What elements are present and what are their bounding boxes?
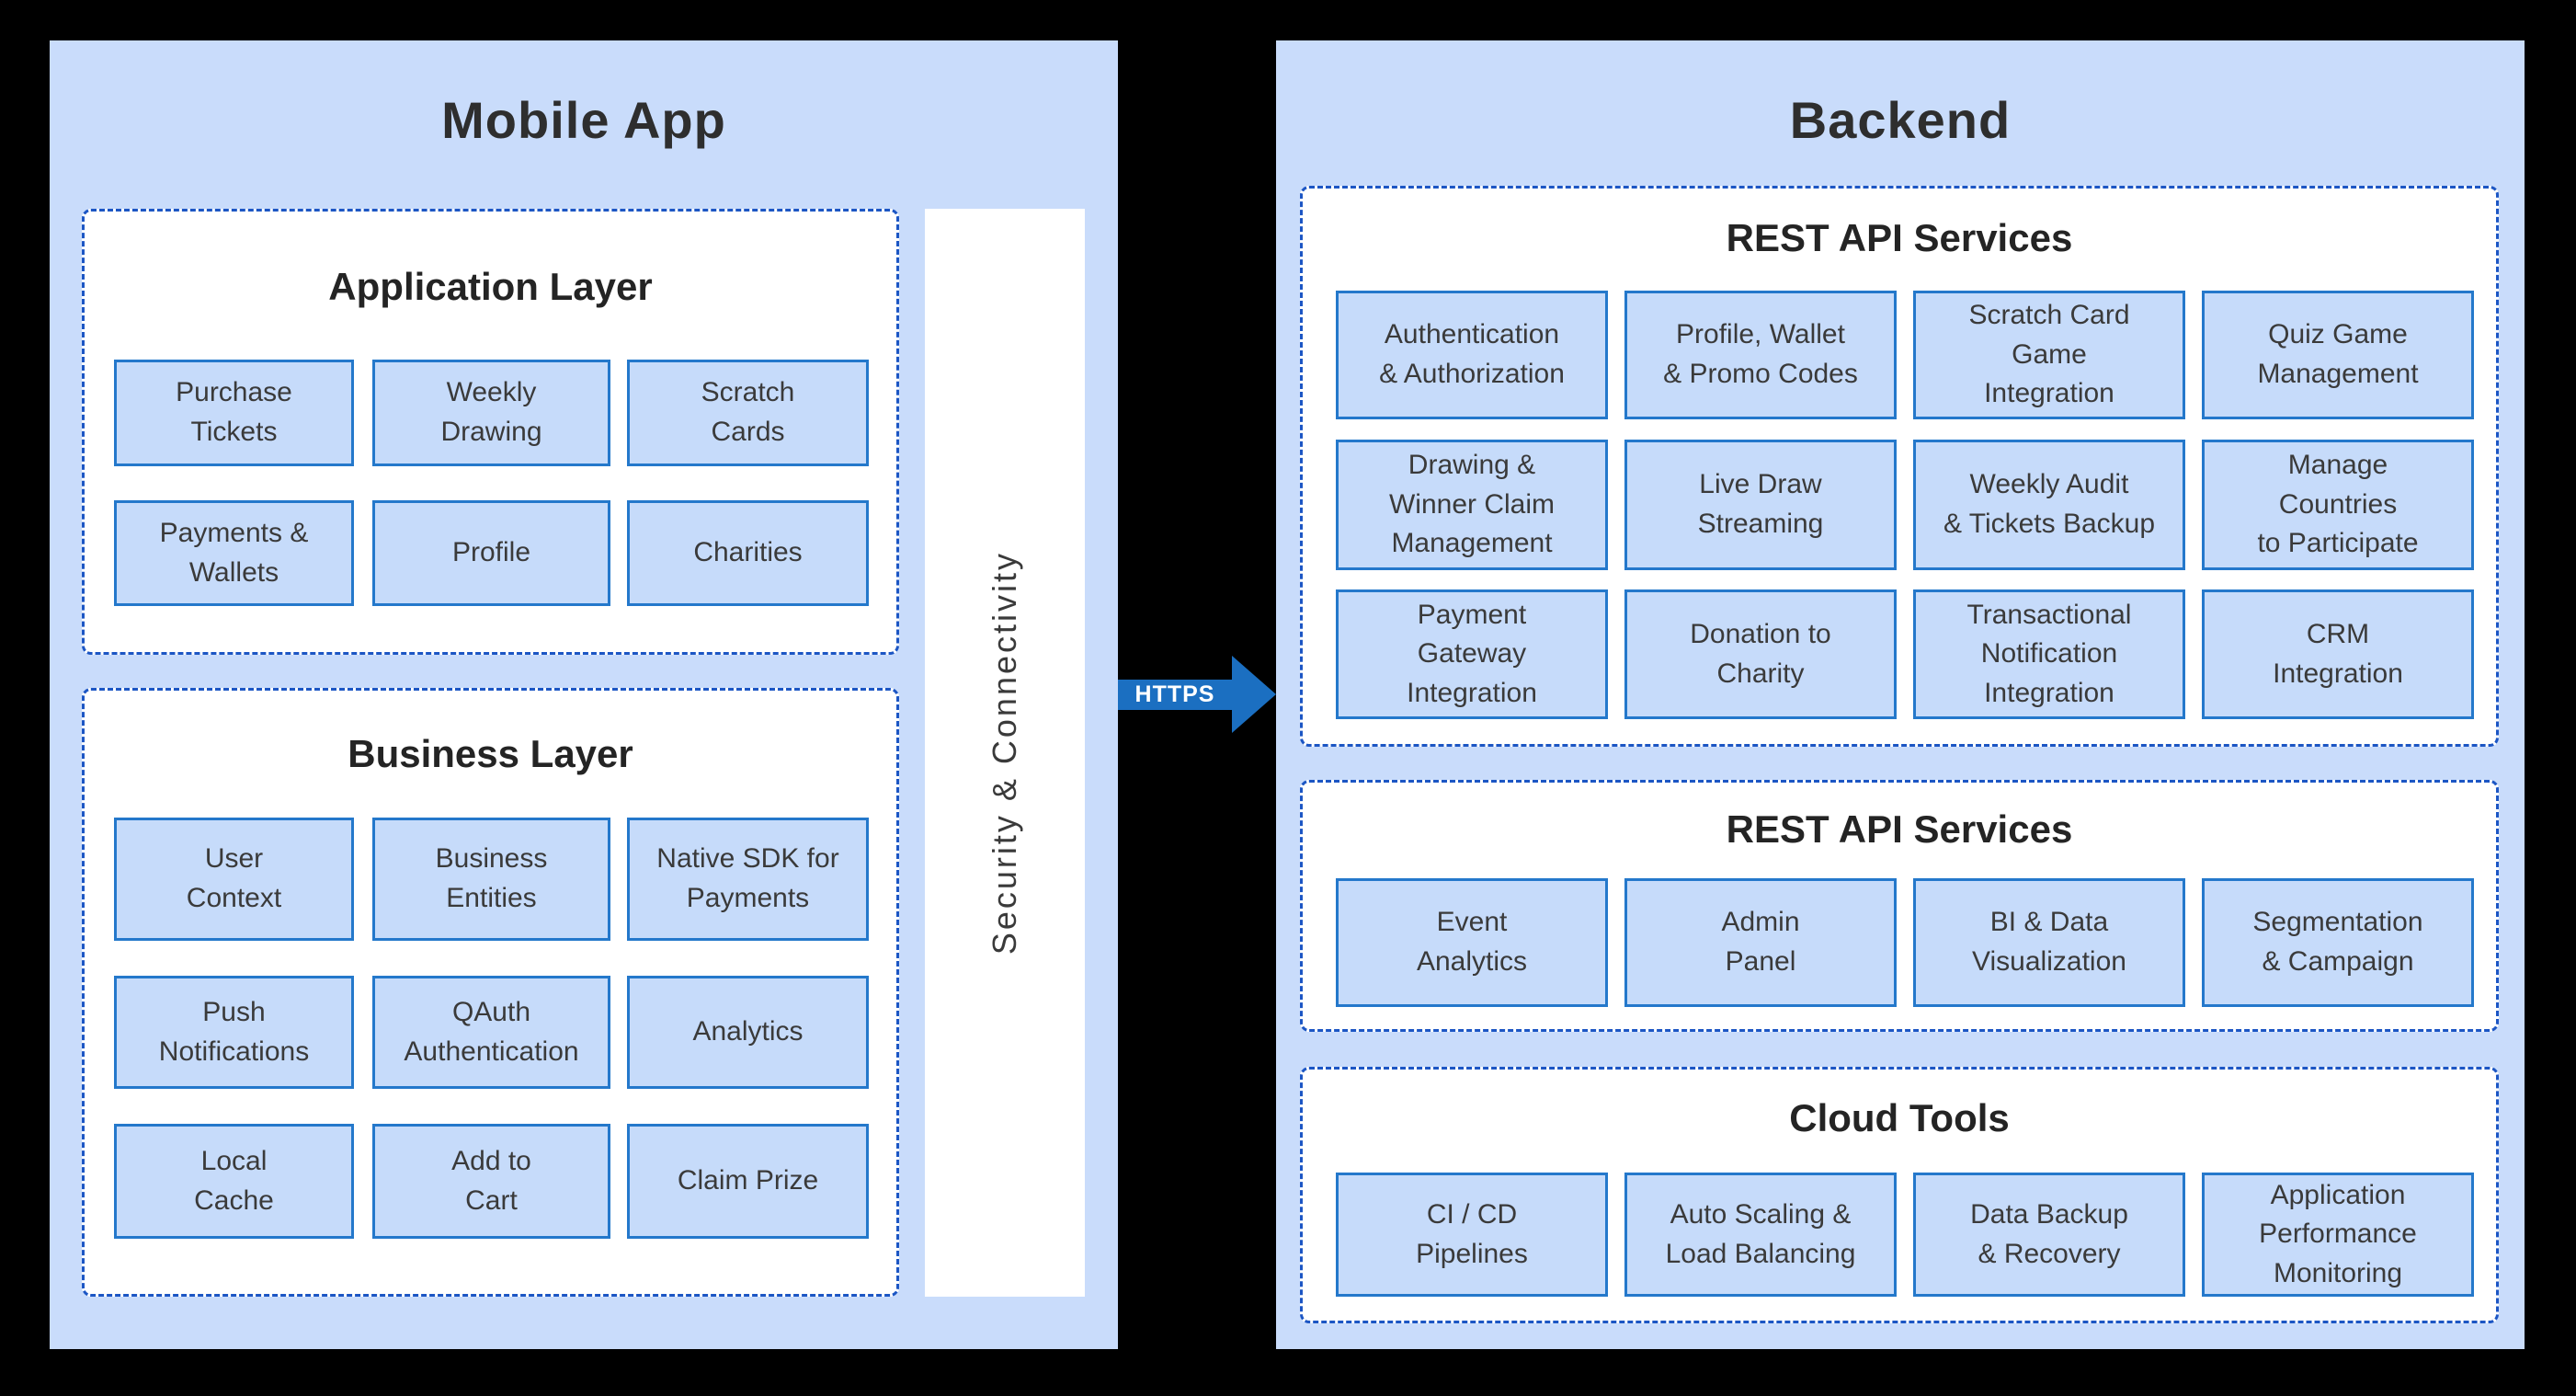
cloud-tools-section: Cloud Tools CI / CD Pipelines Auto Scali… xyxy=(1300,1067,2499,1323)
node-auto-scaling-load-balancing: Auto Scaling & Load Balancing xyxy=(1624,1173,1897,1297)
security-connectivity-bar: Security & Connectivity xyxy=(925,209,1085,1297)
node-manage-countries-to-participate: Manage Countries to Participate xyxy=(2202,440,2474,570)
backend-title: Backend xyxy=(1789,91,2012,149)
node-event-analytics: Event Analytics xyxy=(1336,878,1608,1007)
node-segmentation-campaign: Segmentation & Campaign xyxy=(2202,878,2474,1007)
https-arrow-body: HTTPS xyxy=(1118,680,1232,710)
node-add-to-cart: Add to Cart xyxy=(372,1124,610,1239)
node-admin-panel: Admin Panel xyxy=(1624,878,1897,1007)
node-donation-to-charity: Donation to Charity xyxy=(1624,589,1897,719)
node-weekly-drawing: Weekly Drawing xyxy=(372,360,610,466)
security-connectivity-label: Security & Connectivity xyxy=(986,550,1023,955)
rest-api-services-2-title: REST API Services xyxy=(1726,807,2073,851)
cloud-tools-title: Cloud Tools xyxy=(1789,1096,2010,1139)
rest-api-services-section-1: REST API Services Authentication & Autho… xyxy=(1300,186,2499,747)
node-data-backup-recovery: Data Backup & Recovery xyxy=(1913,1173,2185,1297)
https-arrow: HTTPS xyxy=(1118,656,1276,733)
node-purchase-tickets: Purchase Tickets xyxy=(114,360,354,466)
node-live-draw-streaming: Live Draw Streaming xyxy=(1624,440,1897,570)
node-scratch-cards: Scratch Cards xyxy=(627,360,869,466)
backend-panel: Backend REST API Services Authentication… xyxy=(1276,40,2525,1349)
node-payments-wallets: Payments & Wallets xyxy=(114,500,354,606)
node-ci-cd-pipelines: CI / CD Pipelines xyxy=(1336,1173,1608,1297)
node-drawing-winner-claim-management: Drawing & Winner Claim Management xyxy=(1336,440,1608,570)
node-local-cache: Local Cache xyxy=(114,1124,354,1239)
node-user-context: User Context xyxy=(114,818,354,941)
rest-api-services-1-title: REST API Services xyxy=(1726,216,2073,259)
node-quiz-game-management: Quiz Game Management xyxy=(2202,291,2474,419)
node-bi-data-visualization: BI & Data Visualization xyxy=(1913,878,2185,1007)
node-scratch-card-game-integration: Scratch Card Game Integration xyxy=(1913,291,2185,419)
node-authentication-authorization: Authentication & Authorization xyxy=(1336,291,1608,419)
arrow-head-icon xyxy=(1232,656,1276,733)
https-label: HTTPS xyxy=(1134,681,1215,707)
business-layer-title: Business Layer xyxy=(348,732,633,775)
node-claim-prize: Claim Prize xyxy=(627,1124,869,1239)
mobile-app-panel: Mobile App Application Layer Purchase Ti… xyxy=(50,40,1118,1349)
node-profile: Profile xyxy=(372,500,610,606)
node-analytics: Analytics xyxy=(627,976,869,1089)
mobile-app-title: Mobile App xyxy=(441,91,726,149)
node-crm-integration: CRM Integration xyxy=(2202,589,2474,719)
node-qauth-authentication: QAuth Authentication xyxy=(372,976,610,1089)
node-push-notifications: Push Notifications xyxy=(114,976,354,1089)
node-payment-gateway-integration: Payment Gateway Integration xyxy=(1336,589,1608,719)
node-profile-wallet-promo-codes: Profile, Wallet & Promo Codes xyxy=(1624,291,1897,419)
node-native-sdk-payments: Native SDK for Payments xyxy=(627,818,869,941)
application-layer-title: Application Layer xyxy=(328,265,653,308)
node-charities: Charities xyxy=(627,500,869,606)
node-application-performance-monitoring: Application Performance Monitoring xyxy=(2202,1173,2474,1297)
application-layer-section: Application Layer Purchase Tickets Weekl… xyxy=(82,209,899,655)
business-layer-section: Business Layer User Context Business Ent… xyxy=(82,688,899,1297)
rest-api-services-section-2: REST API Services Event Analytics Admin … xyxy=(1300,780,2499,1032)
node-transactional-notification-integration: Transactional Notification Integration xyxy=(1913,589,2185,719)
node-business-entities: Business Entities xyxy=(372,818,610,941)
node-weekly-audit-tickets-backup: Weekly Audit & Tickets Backup xyxy=(1913,440,2185,570)
